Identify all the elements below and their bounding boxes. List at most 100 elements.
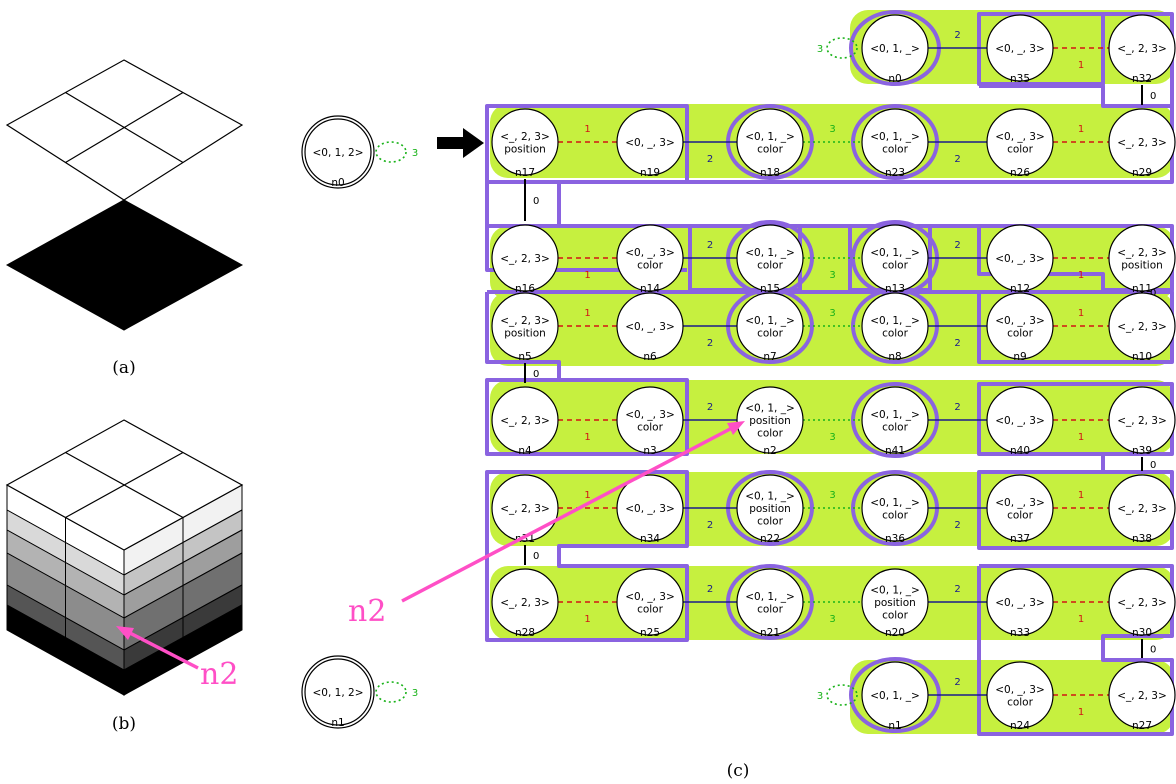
panel-a: (a) bbox=[5, 59, 244, 378]
node-label: <_, 2, 3> bbox=[1117, 597, 1167, 609]
node-id: n3 bbox=[643, 445, 656, 457]
edge-label-n0-n35: 2 bbox=[954, 30, 960, 41]
node-n16: <_, 2, 3>n16 bbox=[491, 224, 559, 295]
node-label: <0, _, 3> bbox=[995, 415, 1045, 427]
node-id: n12 bbox=[1010, 283, 1030, 295]
node-label: <0, _, 3> bbox=[625, 137, 675, 149]
node-circle bbox=[491, 292, 559, 360]
node-n6: <0, _, 3>n6 bbox=[616, 292, 684, 363]
node-id: n28 bbox=[515, 627, 535, 639]
node-label: color bbox=[757, 428, 784, 440]
node-label: position bbox=[749, 415, 791, 427]
node-label: <0, _, 3> bbox=[995, 131, 1045, 143]
node-label: <_, 2, 3> bbox=[1117, 415, 1167, 427]
node-circle bbox=[986, 386, 1054, 454]
panel-b-n2-label: n2 bbox=[200, 657, 238, 692]
node-label: <_, 2, 3> bbox=[500, 131, 550, 143]
region-fills bbox=[490, 10, 1174, 734]
caption-c: (c) bbox=[727, 761, 750, 781]
node-label: color bbox=[882, 327, 909, 339]
node-circle bbox=[861, 474, 929, 542]
node-id: n10 bbox=[1132, 351, 1152, 363]
node-id: n18 bbox=[760, 167, 780, 179]
node-label: color bbox=[1007, 327, 1034, 339]
node-id: n6 bbox=[643, 351, 657, 363]
node-label: color bbox=[882, 259, 909, 271]
edge-label-n39-n38: 0 bbox=[1150, 460, 1156, 471]
edge-label-n7-n8: 3 bbox=[829, 308, 835, 319]
node-circle bbox=[861, 108, 929, 176]
edge-label-n11-n10: 0 bbox=[1150, 288, 1156, 299]
node-label: color bbox=[882, 610, 909, 622]
node-circle bbox=[616, 568, 684, 636]
node-circle bbox=[616, 474, 684, 542]
node-label: <0, _, 3> bbox=[995, 43, 1045, 55]
self-loop-label: 3 bbox=[412, 148, 418, 159]
node-label: position bbox=[874, 597, 916, 609]
node-circle bbox=[491, 386, 559, 454]
node-label: color bbox=[637, 603, 664, 615]
node-n29: <_, 2, 3>n29 bbox=[1108, 108, 1176, 179]
node-circle bbox=[1108, 14, 1176, 82]
node-circle bbox=[986, 224, 1054, 292]
self-loop-n1 bbox=[826, 684, 858, 706]
edge-label-n17-n16: 0 bbox=[533, 196, 539, 207]
edge-label-n28-n25: 1 bbox=[584, 614, 590, 625]
node-circle bbox=[986, 108, 1054, 176]
node-n39: <_, 2, 3>n39 bbox=[1108, 386, 1176, 457]
node-id: n9 bbox=[1013, 351, 1026, 363]
node-id: n41 bbox=[885, 445, 905, 457]
node-label: color bbox=[1007, 509, 1034, 521]
node-label: color bbox=[757, 143, 784, 155]
node-n10: <_, 2, 3>n10 bbox=[1108, 292, 1176, 363]
node-label: <_, 2, 3> bbox=[1117, 690, 1167, 702]
node-circle bbox=[616, 108, 684, 176]
panel-b-n2-arrow bbox=[127, 630, 199, 670]
node-label: <0, 1, _> bbox=[745, 247, 795, 259]
node-label: <_, 2, 3> bbox=[500, 503, 550, 515]
edge-label-n30-n27: 0 bbox=[1150, 645, 1156, 656]
node-circle bbox=[1108, 224, 1176, 292]
caption-a: (a) bbox=[112, 358, 135, 378]
edge-label-n6-n7: 2 bbox=[707, 338, 713, 349]
node-circle bbox=[1108, 292, 1176, 360]
node-label: position bbox=[504, 143, 546, 155]
edge-label-n33-n30: 1 bbox=[1078, 614, 1084, 625]
self-loop-label: 3 bbox=[817, 44, 823, 55]
node-id: n22 bbox=[760, 533, 780, 545]
node-label: color bbox=[637, 421, 664, 433]
edge-label-n15-n13: 3 bbox=[829, 270, 835, 281]
node-circle bbox=[1108, 386, 1176, 454]
node-n4: <_, 2, 3>n4 bbox=[491, 386, 559, 457]
node-label: <0, _, 3> bbox=[625, 591, 675, 603]
edge-label-n1-n24: 2 bbox=[954, 677, 960, 688]
node-root-n1: <0, 1, 2>n1 bbox=[301, 655, 375, 729]
node-n40: <0, _, 3>n40 bbox=[986, 386, 1054, 457]
input-arrow bbox=[437, 128, 484, 158]
node-label: position bbox=[749, 503, 791, 515]
node-n27: <_, 2, 3>n27 bbox=[1108, 661, 1176, 732]
node-circle bbox=[304, 118, 372, 186]
node-label: <0, 1, _> bbox=[870, 43, 920, 55]
node-id: n38 bbox=[1132, 533, 1152, 545]
node-circle bbox=[736, 386, 804, 454]
edge-label-n32-n29: 0 bbox=[1150, 91, 1156, 102]
panel-c-n2-arrow bbox=[401, 426, 733, 603]
edge-label-n12-n11: 1 bbox=[1078, 270, 1084, 281]
edge-label-n14-n15: 2 bbox=[707, 240, 713, 251]
edge-label-n23-n26: 2 bbox=[954, 154, 960, 165]
node-circle bbox=[304, 658, 372, 726]
node-label: <0, 1, _> bbox=[870, 409, 920, 421]
edge-label-n19-n18: 2 bbox=[707, 154, 713, 165]
node-n31: <_, 2, 3>n31 bbox=[491, 474, 559, 545]
node-circle bbox=[861, 224, 929, 292]
node-label: <0, 1, 2> bbox=[313, 147, 364, 159]
node-n35: <0, _, 3>n35 bbox=[986, 14, 1054, 85]
